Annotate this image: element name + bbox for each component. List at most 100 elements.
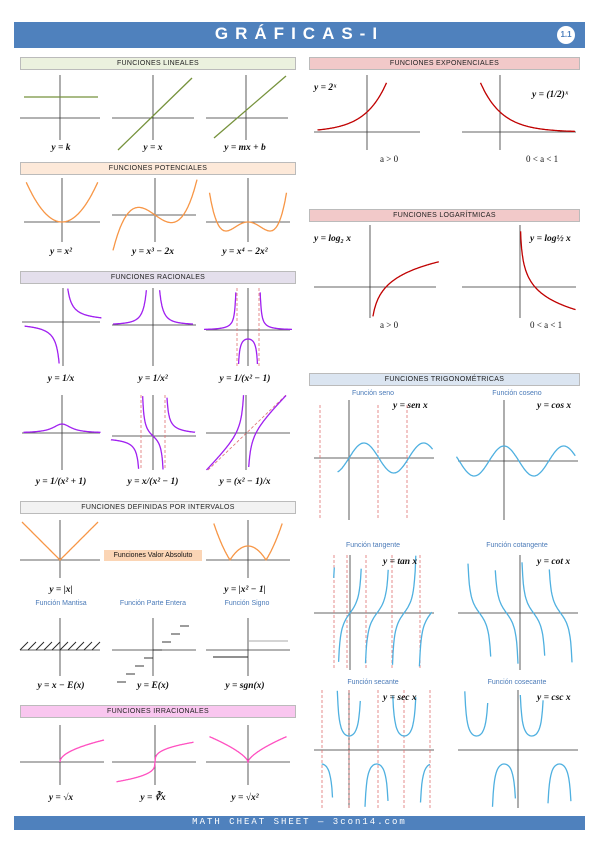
curve-rac5-a — [110, 439, 140, 469]
section-potenciales: FUNCIONES POTENCIALES — [20, 162, 296, 175]
condition-log1: a > 0 — [380, 320, 399, 330]
abs-value-tag: Funciones Valor Absoluto — [104, 550, 202, 561]
caption-lin2: y = x — [143, 143, 163, 153]
caption-parte-entera: y = E(x) — [137, 681, 169, 691]
caption-pot3: y = x⁴ − 2x² — [222, 247, 268, 257]
condition-exp2: 0 < a < 1 — [526, 154, 559, 164]
asym-rac6-oblique — [207, 394, 287, 471]
caption-abs2: y = |x² − 1| — [224, 585, 266, 595]
mantisa-step — [59, 641, 69, 651]
curve-rac6-a — [205, 395, 245, 471]
caption-exp1: y = 2ˣ — [314, 83, 337, 93]
curve-cot — [467, 562, 573, 664]
curve-csc — [464, 691, 572, 807]
curve-abs-x — [21, 521, 99, 561]
title-signo: Función Signo — [224, 600, 270, 607]
curve-sin — [337, 442, 434, 474]
caption-rac1: y = 1/x — [47, 374, 75, 384]
mantisa-step — [35, 641, 45, 651]
caption-abs1: y = |x| — [49, 585, 73, 595]
caption-lin1: y = k — [51, 143, 71, 153]
title-parte-entera: Función Parte Entera — [119, 600, 187, 607]
curve-cbrt — [116, 741, 194, 783]
curve-sec — [321, 690, 431, 807]
caption-lin3: y = mx + b — [224, 143, 266, 153]
caption-cos: y = cos x — [537, 401, 572, 411]
caption-mantisa: y = x − E(x) — [37, 681, 85, 691]
footer-text: MATH CHEAT SHEET — 3con14.com — [192, 817, 407, 827]
curve-half-x — [479, 82, 575, 133]
caption-sen: y = sen x — [393, 401, 428, 411]
section-trigonometricas: FUNCIONES TRIGONOMÉTRICAS — [309, 373, 580, 386]
mantisa-step — [51, 641, 61, 651]
caption-pot2: y = x³ − 2x — [132, 247, 174, 257]
section-intervalos: FUNCIONES DEFINIDAS POR INTERVALOS — [20, 501, 296, 514]
title-cotangente: Función cotangente — [486, 542, 548, 549]
curve-lin-x — [117, 77, 193, 151]
caption-cot: y = cot x — [537, 557, 571, 567]
title-mantisa: Función Mantisa — [35, 600, 87, 607]
title-bar: GRÁFICAS-I 1.1 — [14, 22, 585, 48]
caption-irr1: y = √x — [48, 793, 74, 803]
section-exponenciales: FUNCIONES EXPONENCIALES — [309, 57, 580, 70]
curve-abs-x2 — [213, 523, 283, 561]
caption-csc: y = csc x — [537, 693, 571, 703]
section-logaritmicas: FUNCIONES LOGARÍTMICAS — [309, 209, 580, 222]
title-cosecante: Función cosecante — [487, 679, 547, 686]
curve-rac3-a — [204, 292, 237, 331]
curve-cbrt-x2 — [209, 736, 287, 764]
caption-exp2: y = (1/2)ˣ — [532, 90, 569, 100]
curve-x4 — [208, 192, 288, 232]
curves-group — [19, 75, 576, 808]
mantisa-step — [19, 641, 29, 651]
title-tangente: Función tangente — [345, 542, 401, 549]
mantisa-step — [43, 641, 53, 651]
curve-x2 — [25, 182, 99, 223]
condition-log2: 0 < a < 1 — [530, 320, 563, 330]
curve-log-half — [519, 231, 576, 311]
footer-bar: MATH CHEAT SHEET — 3con14.com — [14, 816, 585, 830]
curve-rac3-b — [237, 338, 259, 365]
caption-sec: y = sec x — [383, 693, 417, 703]
caption-rac5: y = x/(x² − 1) — [127, 477, 179, 487]
title-coseno: Función coseno — [492, 390, 542, 397]
section-lineales: FUNCIONES LINEALES — [20, 57, 296, 70]
curve-rac4 — [23, 423, 101, 433]
curve-1x-pos — [67, 288, 102, 319]
mantisa-step — [91, 641, 101, 651]
caption-rac2: y = 1/x² — [138, 374, 168, 384]
axes-group — [20, 75, 578, 808]
section-irracionales: FUNCIONES IRRACIONALES — [20, 705, 296, 718]
curve-rac3-c — [259, 292, 292, 331]
curve-lin-mx — [213, 75, 287, 139]
curve-2x — [317, 82, 388, 131]
caption-rac6: y = (x² − 1)/x — [219, 477, 271, 487]
mantisa-step — [27, 641, 37, 651]
curve-tan — [333, 555, 433, 667]
mantisa-step — [75, 641, 85, 651]
curve-1x-neg — [24, 325, 60, 364]
curve-sqrt — [59, 739, 105, 763]
condition-exp1: a > 0 — [380, 154, 399, 164]
caption-signo: y = sgn(x) — [225, 681, 265, 691]
mantisa-step — [67, 641, 77, 651]
caption-irr2: y = ∛x — [140, 793, 166, 803]
curve-rac5-b — [142, 396, 164, 470]
caption-irr3: y = √x² — [231, 793, 259, 803]
title-secante: Función secante — [347, 679, 399, 686]
curve-1x2-neg — [113, 290, 148, 325]
mantisa-step — [83, 641, 93, 651]
curve-log2 — [372, 261, 440, 317]
caption-rac3: y = 1/(x² − 1) — [219, 374, 271, 384]
curve-rac5-c — [166, 397, 196, 433]
curve-x3 — [112, 179, 198, 251]
caption-rac4: y = 1/(x² + 1) — [35, 477, 87, 487]
curve-rac6-b — [248, 395, 287, 468]
caption-pot1: y = x² — [50, 247, 72, 257]
caption-tan: y = tan x — [383, 557, 418, 567]
page-title: GRÁFICAS-I — [214, 24, 385, 43]
caption-log2: y = log½ x — [530, 234, 571, 244]
section-racionales: FUNCIONES RACIONALES — [20, 271, 296, 284]
curve-cos — [455, 445, 576, 477]
